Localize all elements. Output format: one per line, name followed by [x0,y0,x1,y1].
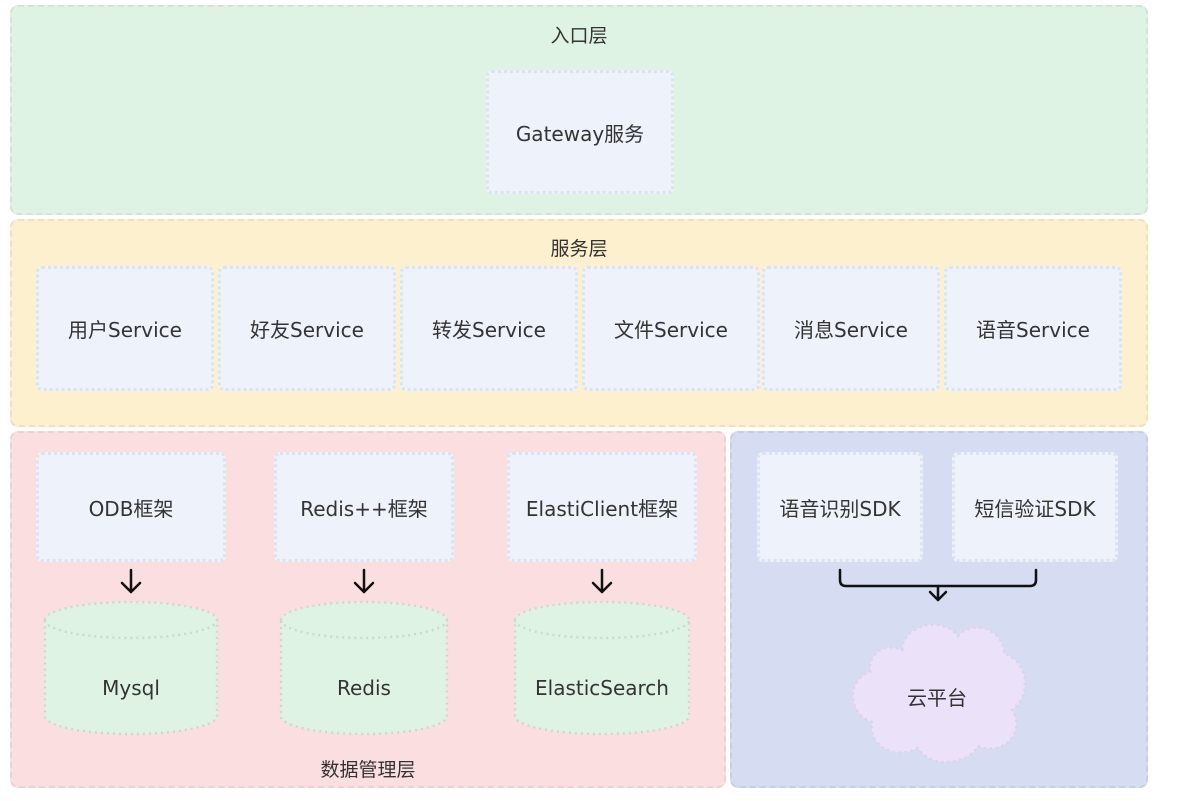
elasticsearch-label: ElasticSearch [535,676,669,700]
redis-framework-box[interactable]: Redis++框架 [274,452,454,562]
merge-arrow-icon [838,568,1038,602]
down-arrow-icon [120,568,142,594]
redis-database-icon [279,600,449,736]
framework-label: Redis++框架 [300,496,428,521]
mysql-label: Mysql [102,676,160,700]
sdk-label: 短信验证SDK [974,496,1096,521]
sms-verification-sdk-box[interactable]: 短信验证SDK [952,452,1118,562]
service-label: 语音Service [976,318,1090,342]
redis-label: Redis [337,676,391,700]
service-box-user[interactable]: 用户Service [36,266,214,391]
elasticclient-framework-box[interactable]: ElastiClient框架 [507,452,697,562]
gateway-service-label: Gateway服务 [515,121,645,146]
service-label: 消息Service [794,318,908,342]
service-box-message[interactable]: 消息Service [762,266,940,391]
service-box-forward[interactable]: 转发Service [400,266,578,391]
down-arrow-icon [591,568,613,594]
odb-framework-box[interactable]: ODB框架 [36,452,226,562]
service-box-file[interactable]: 文件Service [582,266,760,391]
gateway-service-box[interactable]: Gateway服务 [486,70,674,194]
service-box-voice[interactable]: 语音Service [944,266,1122,391]
service-layer-title: 服务层 [550,238,608,260]
service-label: 好友Service [250,318,364,342]
sdk-label: 语音识别SDK [779,496,901,521]
service-label: 转发Service [432,318,546,342]
down-arrow-icon [353,568,375,594]
framework-label: ODB框架 [88,496,174,521]
elasticsearch-database-icon [513,600,691,736]
entry-layer-title: 入口层 [550,25,608,47]
framework-label: ElastiClient框架 [525,496,679,521]
service-label: 文件Service [614,318,728,342]
data-layer-title: 数据管理层 [320,759,416,781]
service-label: 用户Service [68,318,182,342]
cloud-platform-label: 云平台 [907,686,967,710]
speech-recognition-sdk-box[interactable]: 语音识别SDK [757,452,923,562]
service-box-friend[interactable]: 好友Service [218,266,396,391]
cloud-icon [851,623,1026,764]
mysql-database-icon [43,600,219,736]
